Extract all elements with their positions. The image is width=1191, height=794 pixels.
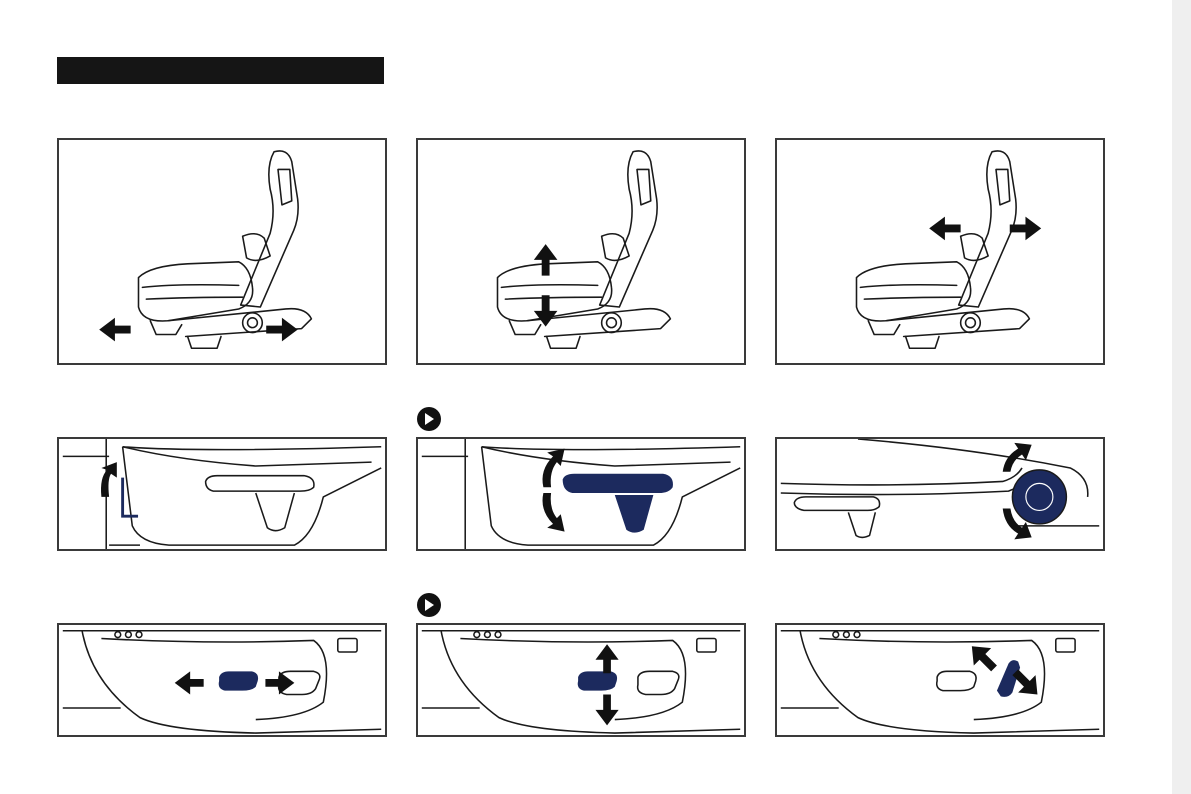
arrow-left-icon bbox=[929, 217, 960, 241]
seat-lever-icon bbox=[59, 439, 385, 549]
page-edge-strip bbox=[1172, 0, 1191, 794]
arrow-down-right-icon bbox=[1012, 669, 1037, 694]
lever-fore-aft-panel bbox=[57, 437, 387, 551]
seat-fore-aft-arrows-icon bbox=[59, 140, 385, 363]
seat-backrest-panel bbox=[775, 138, 1105, 365]
backrest-tilt-arrows-icon bbox=[777, 140, 1103, 363]
curved-arrow-up-icon bbox=[101, 462, 117, 497]
section-title-bar bbox=[57, 57, 384, 84]
curved-arrow-down-icon bbox=[543, 493, 565, 532]
seat-height-panel bbox=[416, 138, 746, 365]
arrow-right-icon bbox=[265, 671, 294, 694]
arrow-down-icon bbox=[534, 295, 558, 326]
power-backrest-switch-icon bbox=[777, 625, 1103, 735]
switch-height-panel bbox=[416, 623, 746, 737]
arrow-up-icon bbox=[534, 244, 558, 275]
arrow-left-icon bbox=[175, 671, 204, 694]
arrow-up-left-icon bbox=[972, 646, 997, 671]
curved-arrow-up-icon bbox=[543, 449, 565, 488]
backrest-wheel-icon bbox=[777, 439, 1103, 549]
switch-fore-aft-panel bbox=[57, 623, 387, 737]
lever-height-panel bbox=[416, 437, 746, 551]
power-seat-switch-icon bbox=[418, 625, 744, 735]
power-seat-switch-icon bbox=[59, 625, 385, 735]
note-arrow-icon bbox=[416, 406, 442, 432]
arrow-down-icon bbox=[595, 694, 618, 725]
arrow-right-icon bbox=[266, 318, 297, 342]
height-lever-icon bbox=[418, 439, 744, 549]
arrow-left-icon bbox=[99, 318, 130, 342]
backrest-wheel-panel bbox=[775, 437, 1105, 551]
seat-up-down-arrows-icon bbox=[418, 140, 744, 363]
arrow-up-icon bbox=[595, 644, 618, 673]
note-arrow-icon bbox=[416, 592, 442, 618]
seat-longitudinal-panel bbox=[57, 138, 387, 365]
switch-backrest-panel bbox=[775, 623, 1105, 737]
